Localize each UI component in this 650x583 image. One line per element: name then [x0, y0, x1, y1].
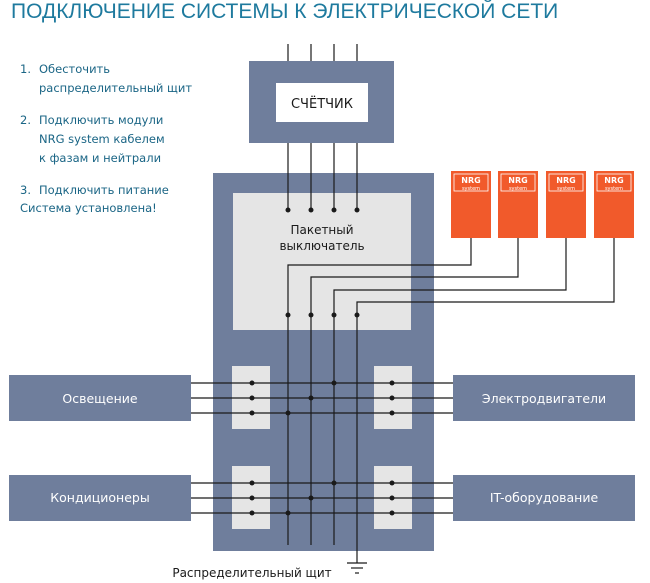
- step-item: 2. Подключить модули NRG system кабелем к…: [20, 111, 192, 168]
- load-it-label: IT-оборудование: [490, 490, 599, 505]
- meter-label-box: [276, 83, 368, 122]
- step-text: Обесточить распределительный щит: [39, 62, 193, 95]
- step-text: Подключить модули NRG system кабелем к ф…: [39, 113, 165, 165]
- nrg-logo-sub: system: [557, 186, 575, 192]
- step-item: 3. Подключить питание: [20, 181, 192, 200]
- switch-label-line1: Пакетный: [290, 223, 353, 237]
- step-number: 1.: [20, 62, 31, 76]
- nrg-logo-sub: system: [605, 186, 623, 192]
- nrg-logo-sub: system: [462, 186, 480, 192]
- nrg-module: NRG system: [498, 171, 538, 238]
- nrg-module: NRG system: [594, 171, 634, 238]
- steps-list: 1. Обесточить распределительный щит 2. Под…: [20, 60, 192, 213]
- load-conditioners: [9, 475, 191, 521]
- step-text: Подключить питание: [39, 183, 169, 197]
- load-it: [453, 475, 635, 521]
- nrg-logo: NRG: [508, 176, 527, 185]
- switch-label-line2: выключатель: [279, 239, 364, 253]
- nrg-module: NRG system: [546, 171, 586, 238]
- nrg-logo-sub: system: [509, 186, 527, 192]
- step-number: 2.: [20, 113, 31, 127]
- meter-label: СЧЁТЧИК: [291, 96, 353, 112]
- wiring: [191, 44, 615, 574]
- load-motors-label: Электродвигатели: [482, 391, 606, 406]
- nrg-logo: NRG: [556, 176, 575, 185]
- panel-caption: Распределительный щит: [172, 566, 331, 580]
- nrg-logo: NRG: [604, 176, 623, 185]
- load-lighting: [9, 375, 191, 421]
- completion-text: Система установлена!: [20, 201, 157, 215]
- load-motors: [453, 375, 635, 421]
- load-lighting-label: Освещение: [62, 391, 138, 406]
- step-number: 3.: [20, 183, 31, 197]
- nrg-module: NRG system: [451, 171, 491, 238]
- packet-switch: [233, 193, 411, 330]
- load-conditioners-label: Кондиционеры: [50, 490, 149, 505]
- junction-dots: [249, 207, 395, 516]
- step-item: 1. Обесточить распределительный щит: [20, 60, 192, 98]
- nrg-logo: NRG: [461, 176, 480, 185]
- page-title: ПОДКЛЮЧЕНИЕ СИСТЕМЫ К ЭЛЕКТРИЧЕСКОЙ СЕТИ: [11, 0, 559, 23]
